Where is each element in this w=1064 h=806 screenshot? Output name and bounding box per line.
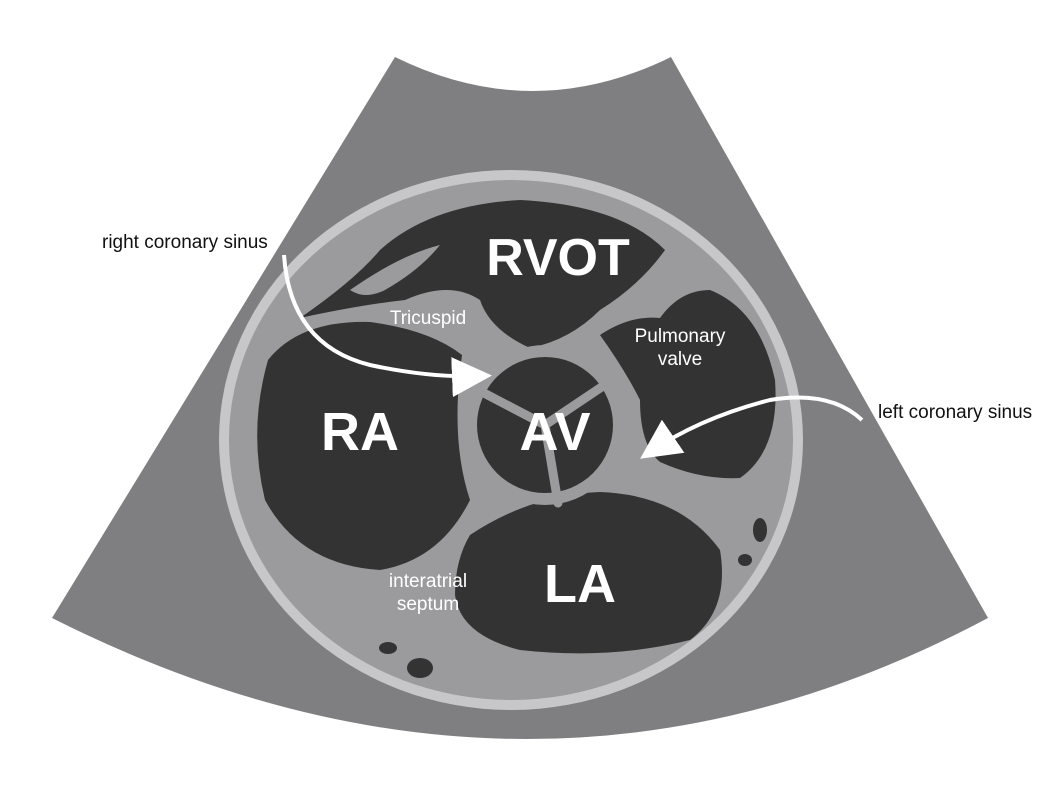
label-tricuspid: Tricuspid — [390, 308, 466, 329]
ra-chamber — [257, 321, 470, 570]
arrow-right-coronary-sinus — [282, 254, 492, 398]
vessel-dot — [738, 554, 752, 566]
av-commissure-1 — [477, 387, 550, 430]
label-av: AV — [519, 402, 590, 462]
av-commissure-3 — [540, 420, 563, 508]
vessel-dot — [753, 518, 767, 542]
label-interatrial-1: interatrial — [389, 571, 467, 592]
label-pulmonary-2: valve — [658, 349, 702, 370]
la-chamber — [455, 492, 722, 654]
vessel-dot — [379, 642, 397, 654]
arrow-left-coronary-sinus — [640, 395, 864, 459]
vessel-dot — [407, 658, 433, 678]
av-commissure-2 — [540, 375, 617, 430]
callout-left-coronary-sinus: left coronary sinus — [878, 402, 1032, 423]
tricuspid-leaflet — [350, 245, 440, 295]
label-la: LA — [544, 554, 616, 614]
rvot-chamber — [300, 200, 665, 348]
label-ra: RA — [321, 402, 399, 462]
label-rvot: RVOT — [486, 229, 630, 287]
callout-right-coronary-sinus: right coronary sinus — [102, 232, 268, 253]
label-interatrial-2: septum — [397, 594, 459, 615]
label-pulmonary-1: Pulmonary — [635, 326, 726, 347]
